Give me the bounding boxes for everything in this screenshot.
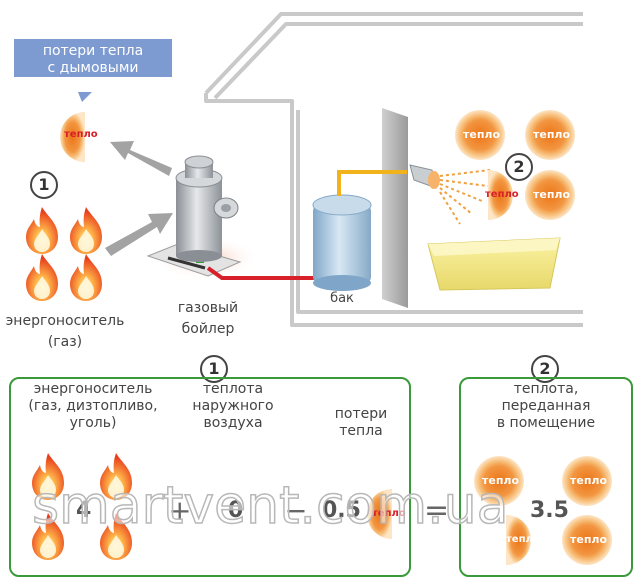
balance-box-2 [459, 377, 633, 577]
heat-rays [439, 169, 491, 225]
op-minus: − [284, 494, 308, 527]
box2-line2: переданная [501, 398, 591, 414]
balance-box-1 [9, 377, 411, 577]
heater-lamp [409, 164, 440, 189]
box1-col2-line3: воздуха [203, 415, 263, 431]
box1-col1-line1: энергоноситель [33, 381, 153, 397]
value-outdoor: 0 [228, 498, 244, 523]
box2-heading: теплота, переданная в помещение [466, 381, 626, 432]
heat-word-7: тепло [570, 474, 608, 487]
box1-col-energy: энергоноситель (газ, дизтопливо, уголь) [18, 381, 168, 432]
energy-line2: (газ) [47, 334, 83, 350]
grey-arrows [105, 141, 173, 256]
flue-loss-callout: потери тепла с дымовыми газами [14, 39, 172, 93]
box1-col1-line2: (газ, дизтопливо, [28, 398, 158, 414]
box1-col-outdoor: теплота наружного воздуха [178, 381, 288, 432]
watermark: smartvent.com.ua [31, 475, 509, 537]
heat-word-3: тепло [533, 188, 571, 201]
boiler-line2: бойлер [181, 321, 235, 337]
op-equals: = [424, 493, 450, 528]
heat-word-6: тепло [482, 474, 520, 487]
value-losses: 0.5 [322, 498, 361, 523]
yellow-pipe [337, 170, 407, 196]
boiler-line1: газовый [177, 300, 239, 316]
heat-word-flue: тепло [64, 129, 98, 140]
heat-word-8: тепло [570, 533, 608, 546]
heat-word-9: тепло [506, 534, 540, 545]
heat-circles [60, 110, 612, 565]
marker-2-top: 2 [505, 153, 533, 181]
heat-word-1: тепло [463, 128, 501, 141]
heat-word-4: тепло [485, 189, 519, 200]
box1-col1-line3: уголь) [69, 415, 117, 431]
value-room-heat: 3.5 [530, 498, 569, 523]
box1-col2-line2: наружного [192, 398, 274, 414]
tank [312, 194, 372, 291]
energy-source-label: энергоноситель (газ) [0, 313, 130, 351]
heat-word-2: тепло [533, 128, 571, 141]
box1-col-losses: потери тепла [328, 406, 394, 440]
red-pipe [206, 266, 325, 280]
boiler-body [175, 155, 239, 262]
box1-col2-line1: теплота [202, 381, 264, 397]
box1-col3-line1: потери [334, 406, 388, 422]
marker-1-top: 1 [30, 171, 58, 199]
callout-line2: с дымовыми газами [47, 60, 139, 93]
box2-line1: теплота, [513, 381, 579, 397]
house-outline [204, 12, 583, 327]
box2-line3: в помещение [496, 415, 596, 431]
interior-wall [382, 108, 408, 308]
heat-word-5: тепло [372, 508, 406, 519]
op-plus: + [168, 494, 192, 527]
box1-col3-line2: тепла [339, 423, 383, 439]
value-energy: 4 [76, 498, 92, 523]
energy-line1: энергоноситель [5, 313, 125, 329]
callout-line1: потери тепла [42, 43, 144, 59]
bathtub [427, 237, 561, 291]
boiler-label: газовый бойлер [168, 300, 248, 338]
tank-label: бак [330, 291, 354, 306]
